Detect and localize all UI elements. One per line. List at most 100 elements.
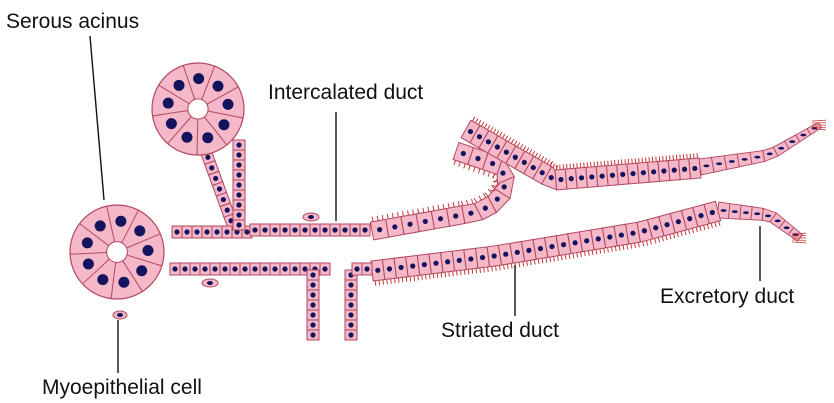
striation [395,278,396,283]
nucleus [236,202,241,207]
nucleus [422,262,427,267]
striation [588,251,589,256]
nucleus [754,212,760,215]
striation [413,209,414,214]
striation [538,259,539,264]
nucleus [312,227,317,232]
nucleus [661,168,666,173]
striation [466,200,468,205]
nucleus [589,174,594,179]
nucleus [236,142,241,147]
nucleus [457,258,462,263]
striation [689,229,690,234]
nucleus [775,219,781,222]
striation [547,160,549,164]
striation [692,228,693,233]
nucleus [252,266,257,271]
nucleus [136,265,147,276]
excretory-cell-edge [812,120,826,121]
striation [392,213,393,218]
striation [553,164,554,169]
striation [647,241,648,246]
striation [581,252,582,257]
nucleus [515,250,520,255]
striation [488,267,489,272]
striation [631,244,632,249]
nucleus [561,242,566,247]
striation [523,262,524,267]
nucleus [213,81,224,92]
nucleus [800,134,806,137]
striation [487,125,489,129]
striation [499,132,501,136]
nucleus [142,245,153,256]
nucleus [387,266,392,271]
striation [422,275,423,280]
striation [372,217,373,222]
nucleus [573,240,578,245]
striation [428,207,429,212]
striation [715,222,716,227]
striation [511,263,512,268]
nucleus [166,118,177,129]
nucleus [252,227,257,232]
striation [469,165,471,170]
striation [535,153,537,157]
striation [511,139,513,143]
striation [544,158,546,162]
striation [670,234,671,239]
striation [449,272,450,277]
striation [526,148,528,152]
nucleus [502,184,507,189]
striation [685,230,686,235]
striation [457,271,458,276]
serous-acinus-leader [90,36,104,200]
striation [611,247,612,252]
striation [454,160,456,165]
nucleus [569,176,574,181]
nucleus [682,167,687,172]
striation [398,278,399,283]
striation [655,238,656,243]
nucleus [348,302,353,307]
nucleus [549,175,554,180]
nucleus [348,332,353,337]
nucleus [729,160,735,163]
striation [460,270,461,275]
striation [623,245,624,250]
striated-duct-label: Striated duct [441,320,559,341]
nucleus [620,172,625,177]
striation [520,144,522,148]
nucleus [242,266,247,271]
striation [532,151,534,155]
striation [448,203,449,208]
striation [403,211,404,216]
nucleus [354,266,359,271]
striation [375,281,376,286]
nucleus [778,147,784,150]
nucleus [610,173,615,178]
nucleus [214,229,219,234]
striation [677,232,678,237]
striation [700,226,701,231]
striation [508,137,510,141]
striation [441,273,442,278]
striation [429,274,430,279]
striation [538,155,540,159]
nucleus [513,155,518,160]
striated-duct [370,117,720,286]
striation [711,223,712,228]
striation [554,256,555,261]
striation [453,202,454,207]
striation [438,205,439,210]
striation [577,253,578,258]
nucleus [540,170,545,175]
nucleus [332,227,337,232]
striation [502,134,504,138]
striation [443,204,444,209]
striation [681,231,682,236]
intercalated-duct [170,140,372,340]
nucleus [600,173,605,178]
nucleus [362,227,367,232]
striation [382,215,383,220]
